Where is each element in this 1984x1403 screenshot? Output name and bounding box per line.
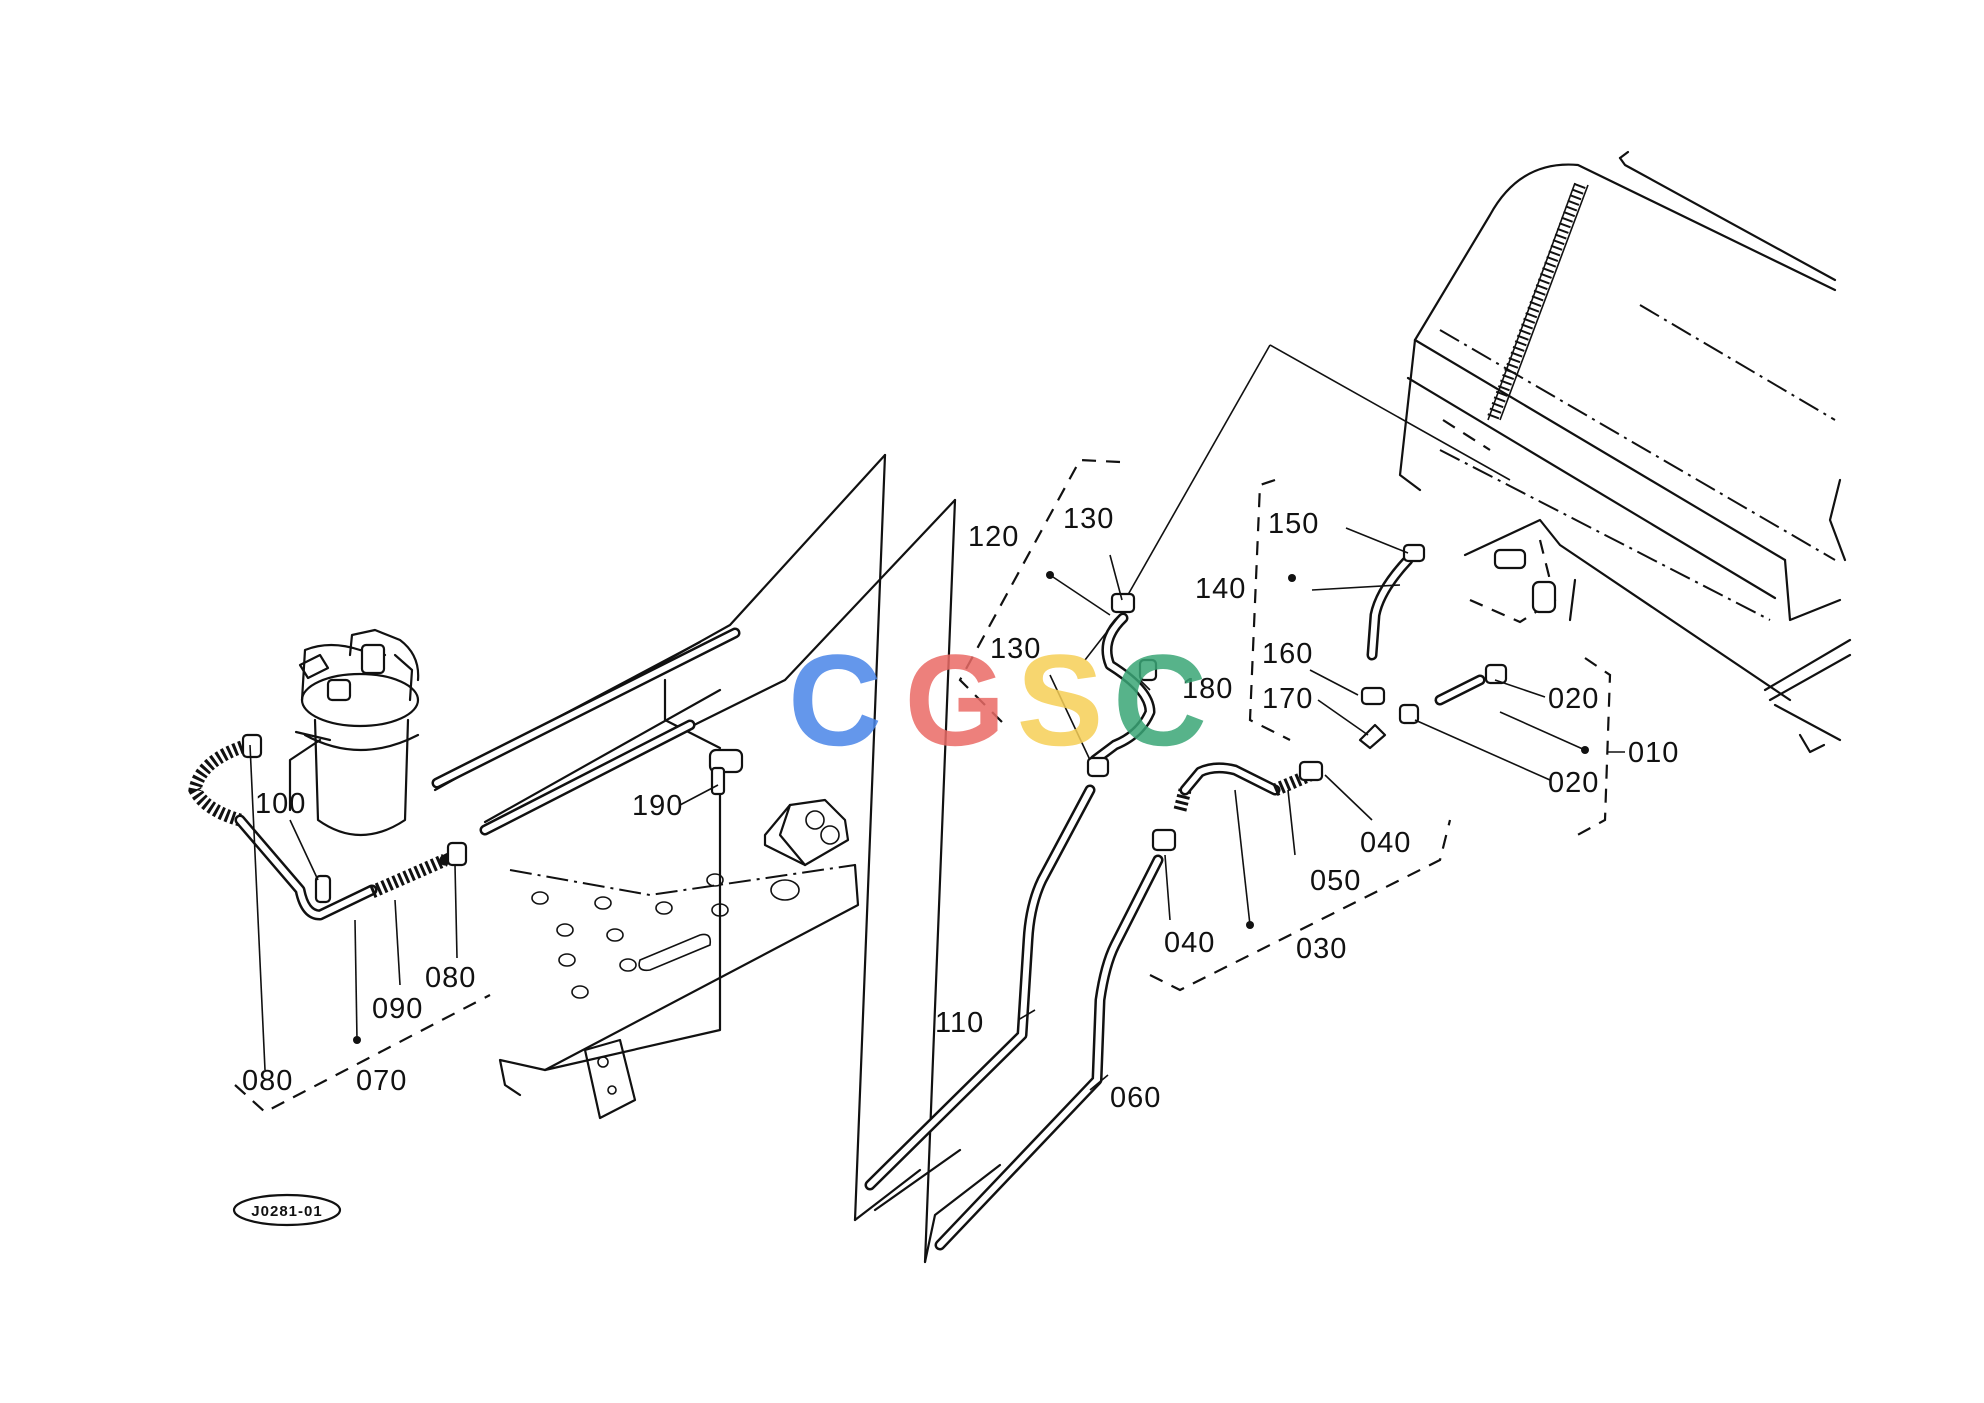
- watermark-letter-g: G: [904, 627, 1005, 773]
- drawing-code-badge: J0281-01: [232, 1193, 342, 1227]
- label-130-bottom: 130: [990, 633, 1041, 665]
- label-120: 120: [968, 521, 1019, 553]
- watermark-letter-c1: C: [788, 627, 882, 773]
- label-020-bottom: 020: [1548, 767, 1599, 799]
- watermark-letter-s: S: [1017, 627, 1104, 773]
- mount-bracket: [708, 748, 850, 867]
- label-040-right: 040: [1360, 827, 1411, 859]
- cgsc-watermark: C G S C: [788, 627, 1207, 773]
- label-010: 010: [1628, 737, 1679, 769]
- clamps: [241, 543, 1508, 904]
- label-140: 140: [1195, 573, 1246, 605]
- label-030: 030: [1296, 933, 1347, 965]
- label-040-bottom: 040: [1164, 927, 1215, 959]
- label-160: 160: [1262, 638, 1313, 670]
- label-070: 070: [356, 1065, 407, 1097]
- label-060: 060: [1110, 1082, 1161, 1114]
- label-150: 150: [1268, 508, 1319, 540]
- label-100: 100: [255, 788, 306, 820]
- label-190: 190: [632, 790, 683, 822]
- label-080-left: 080: [242, 1065, 293, 1097]
- leader-lines: [249, 527, 1625, 1091]
- drawing-code: J0281-01: [251, 1203, 322, 1220]
- fuel-tank: [1398, 150, 1852, 754]
- reference-dots: [353, 571, 1589, 1044]
- leader-tank-outlet: [1269, 344, 1511, 481]
- label-130-top: 130: [1063, 503, 1114, 535]
- label-180: 180: [1182, 673, 1233, 705]
- fuel-filter: [288, 628, 420, 837]
- label-050: 050: [1310, 865, 1361, 897]
- label-080-right: 080: [425, 962, 476, 994]
- watermark-letter-c2: C: [1113, 627, 1207, 773]
- assembly-brackets: [234, 458, 1612, 1114]
- label-110: 110: [935, 1007, 984, 1039]
- label-090: 090: [372, 993, 423, 1025]
- floor-holes: [531, 873, 800, 999]
- leader-tank-to-hose: [1124, 344, 1271, 601]
- part-labels: 080 070 090 080 100 190 110 060 120 130 …: [242, 503, 1679, 1114]
- label-170: 170: [1262, 683, 1313, 715]
- label-020-top: 020: [1548, 683, 1599, 715]
